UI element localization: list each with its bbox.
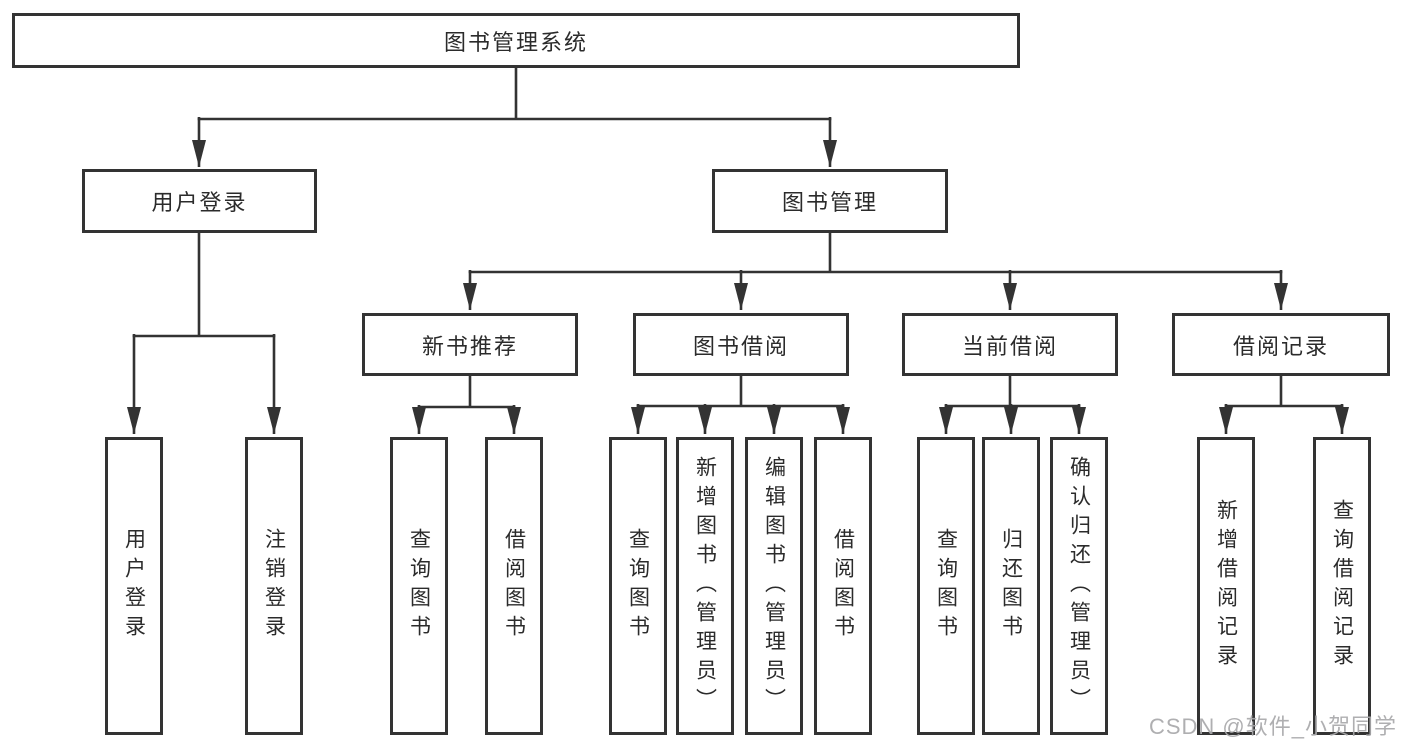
leaf-edit-books-admin: 编辑图书（管理员）: [745, 437, 803, 735]
node-label: 图书管理系统: [443, 29, 588, 55]
node-new-book-recommendation: 新书推荐: [362, 313, 578, 376]
leaf-logout-login: 注销登录: [245, 437, 303, 735]
csdn-watermark: CSDN @软件_小贺同学: [1148, 714, 1397, 739]
node-label: 查询图书: [407, 528, 431, 644]
leaf-add-books-admin: 新增图书（管理员）: [676, 437, 734, 735]
node-label: 用户登录: [151, 190, 248, 215]
node-label: 借阅图书: [831, 528, 855, 644]
leaf-query-books-recommendation: 查询图书: [390, 437, 448, 735]
node-label: 查询借阅记录: [1330, 499, 1354, 673]
node-label: 用户登录: [122, 528, 146, 644]
leaf-borrow-books-recommendation: 借阅图书: [485, 437, 543, 735]
node-label: 归还图书: [999, 528, 1023, 644]
node-label: 新增图书（管理员）: [693, 455, 717, 717]
node-current-borrowing: 当前借阅: [902, 313, 1118, 376]
node-label: 当前借阅: [961, 333, 1058, 359]
node-label: 注销登录: [262, 528, 286, 644]
leaf-add-borrow-record: 新增借阅记录: [1197, 437, 1255, 735]
leaf-query-books-current: 查询图书: [917, 437, 975, 735]
leaf-user-login: 用户登录: [105, 437, 163, 735]
node-label: 图书借阅: [692, 333, 789, 359]
node-label: 新书推荐: [421, 333, 518, 359]
node-label: 确认归还（管理员）: [1067, 455, 1091, 717]
node-label: 借阅记录: [1232, 333, 1329, 359]
leaf-confirm-return-admin: 确认归还（管理员）: [1050, 437, 1108, 735]
leaf-borrow-books: 借阅图书: [814, 437, 872, 735]
node-label: 编辑图书（管理员）: [762, 455, 786, 717]
leaf-query-books-borrowing: 查询图书: [609, 437, 667, 735]
node-book-borrowing: 图书借阅: [633, 313, 849, 376]
node-label: 新增借阅记录: [1214, 499, 1238, 673]
leaf-query-borrow-record: 查询借阅记录: [1313, 437, 1371, 735]
node-borrowing-records: 借阅记录: [1172, 313, 1390, 376]
leaf-return-books: 归还图书: [982, 437, 1040, 735]
node-label: 图书管理: [781, 190, 878, 215]
node-label: 借阅图书: [502, 528, 526, 644]
node-book-management: 图书管理: [712, 169, 948, 233]
node-label: 查询图书: [626, 528, 650, 644]
node-user-login: 用户登录: [82, 169, 317, 233]
node-label: 查询图书: [934, 528, 958, 644]
node-library-management-system: 图书管理系统: [12, 13, 1020, 68]
